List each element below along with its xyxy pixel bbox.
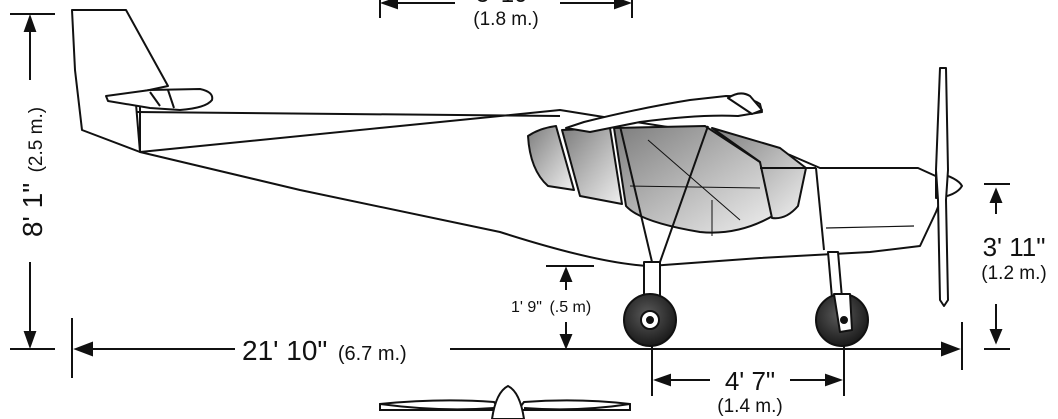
- wingspan-imperial-label: 5' 10": [476, 0, 536, 8]
- wheel-track-dimension: [651, 346, 845, 396]
- length-arrow-left: [73, 341, 93, 357]
- arrowhead-down: [23, 331, 37, 349]
- clearance-arrow-down: [559, 334, 573, 350]
- propeller: [935, 67, 949, 307]
- horizontal-stabilizer: [105, 88, 214, 111]
- front-view-fuselage: [490, 384, 526, 419]
- front-view-left-wing-lower: [379, 403, 495, 411]
- wheel-track-imperial-label: 4' 7": [725, 366, 775, 396]
- length-metric-label: (6.7 m.): [338, 343, 407, 365]
- clearance-arrow-up: [559, 266, 573, 282]
- length-dimension: [71, 318, 963, 378]
- wingspan-dimension: [379, 0, 633, 18]
- wing-tip-fairing: [727, 92, 763, 115]
- door-frame-line: [629, 185, 761, 189]
- ground-clearance-imperial: 1' 9": [511, 299, 542, 316]
- ground-clearance-dimension: [546, 265, 594, 350]
- front-view-right-wing-lower: [523, 403, 631, 411]
- aircraft-side-view: [71, 9, 963, 347]
- cowling-detail: [825, 225, 915, 229]
- wingspan-metric-label: (1.8 m.): [473, 9, 538, 30]
- track-arrow-right: [825, 373, 843, 387]
- prop-arrow-down: [989, 329, 1003, 345]
- prop-arrow-up: [989, 187, 1003, 203]
- prop-height-metric-label: (1.2 m.): [981, 263, 1046, 284]
- height-label: 8' 1" (2.5 m.): [17, 107, 48, 237]
- fuselage-upper-line: [135, 111, 561, 117]
- vertical-tail: [71, 9, 169, 153]
- stabilizer-detail: [149, 91, 161, 107]
- height-metric-label: (2.5 m.): [26, 107, 47, 172]
- ground-clearance-metric: (.5 m): [549, 299, 591, 316]
- wheel-track-metric-label: (1.4 m.): [717, 396, 782, 417]
- arrowhead-up: [23, 14, 37, 32]
- height-dimension: [10, 13, 55, 350]
- rear-window: [527, 125, 575, 191]
- nose-wheel-axle: [840, 316, 848, 324]
- arrowhead-right: [614, 0, 632, 10]
- length-arrow-right: [941, 341, 961, 357]
- nose-gear-leg: [827, 251, 843, 299]
- wing-strut-front: [619, 125, 653, 263]
- track-arrow-left: [653, 373, 671, 387]
- cabin-brace-line: [647, 139, 741, 221]
- prop-height-imperial-label: 3' 11": [983, 232, 1046, 262]
- length-label: 21' 10" (6.7 m.): [242, 335, 407, 366]
- wing-strut-rear: [659, 125, 709, 263]
- main-wheel-axle: [646, 316, 654, 324]
- prop-height-dimension: [984, 183, 1010, 350]
- arrowhead-left: [380, 0, 398, 10]
- stabilizer-detail-2: [167, 89, 175, 109]
- front-view-silhouette: [379, 384, 631, 419]
- length-imperial-label: 21' 10": [242, 335, 327, 366]
- ground-clearance-label: 1' 9" (.5 m): [511, 299, 591, 316]
- nose-wheel-fork: [833, 293, 853, 333]
- height-imperial-label: 8' 1": [17, 183, 48, 237]
- firewall-line: [815, 167, 825, 251]
- windshield: [711, 127, 807, 220]
